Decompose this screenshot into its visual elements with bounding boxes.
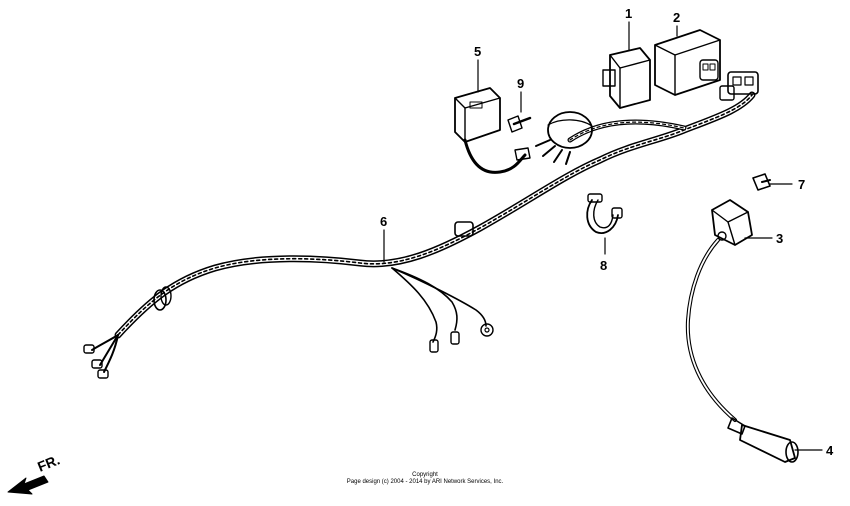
bolt-9 [507,115,532,133]
callout-9: 9 [517,76,524,91]
high-tension-cord [685,238,737,422]
spark-plug-cap [727,417,799,463]
cdi-unit [602,47,651,109]
copyright-notice: Copyright Page design (c) 2004 - 2014 by… [0,472,850,486]
coil-unit [454,87,531,174]
ignition-coil [711,199,753,246]
copyright-line-2: Page design (c) 2004 - 2014 by ARI Netwo… [346,479,504,485]
copyright-line-1: Copyright [412,472,438,478]
callout-7: 7 [798,177,805,192]
callout-4: 4 [826,443,834,458]
callout-2: 2 [673,10,680,25]
bolt-7 [752,173,771,191]
callout-1: 1 [625,6,632,21]
callout-6: 6 [380,214,387,229]
callout-3: 3 [776,231,783,246]
regulator-unit [654,29,721,96]
front-direction-arrow [7,475,49,495]
harness-band [586,193,623,234]
leader-lines [383,21,823,451]
callout-8: 8 [600,258,607,273]
callout-5: 5 [474,44,481,59]
wire-harness [83,71,759,379]
multi-pin-connector [535,111,593,165]
front-direction-label: FR. [35,451,62,474]
